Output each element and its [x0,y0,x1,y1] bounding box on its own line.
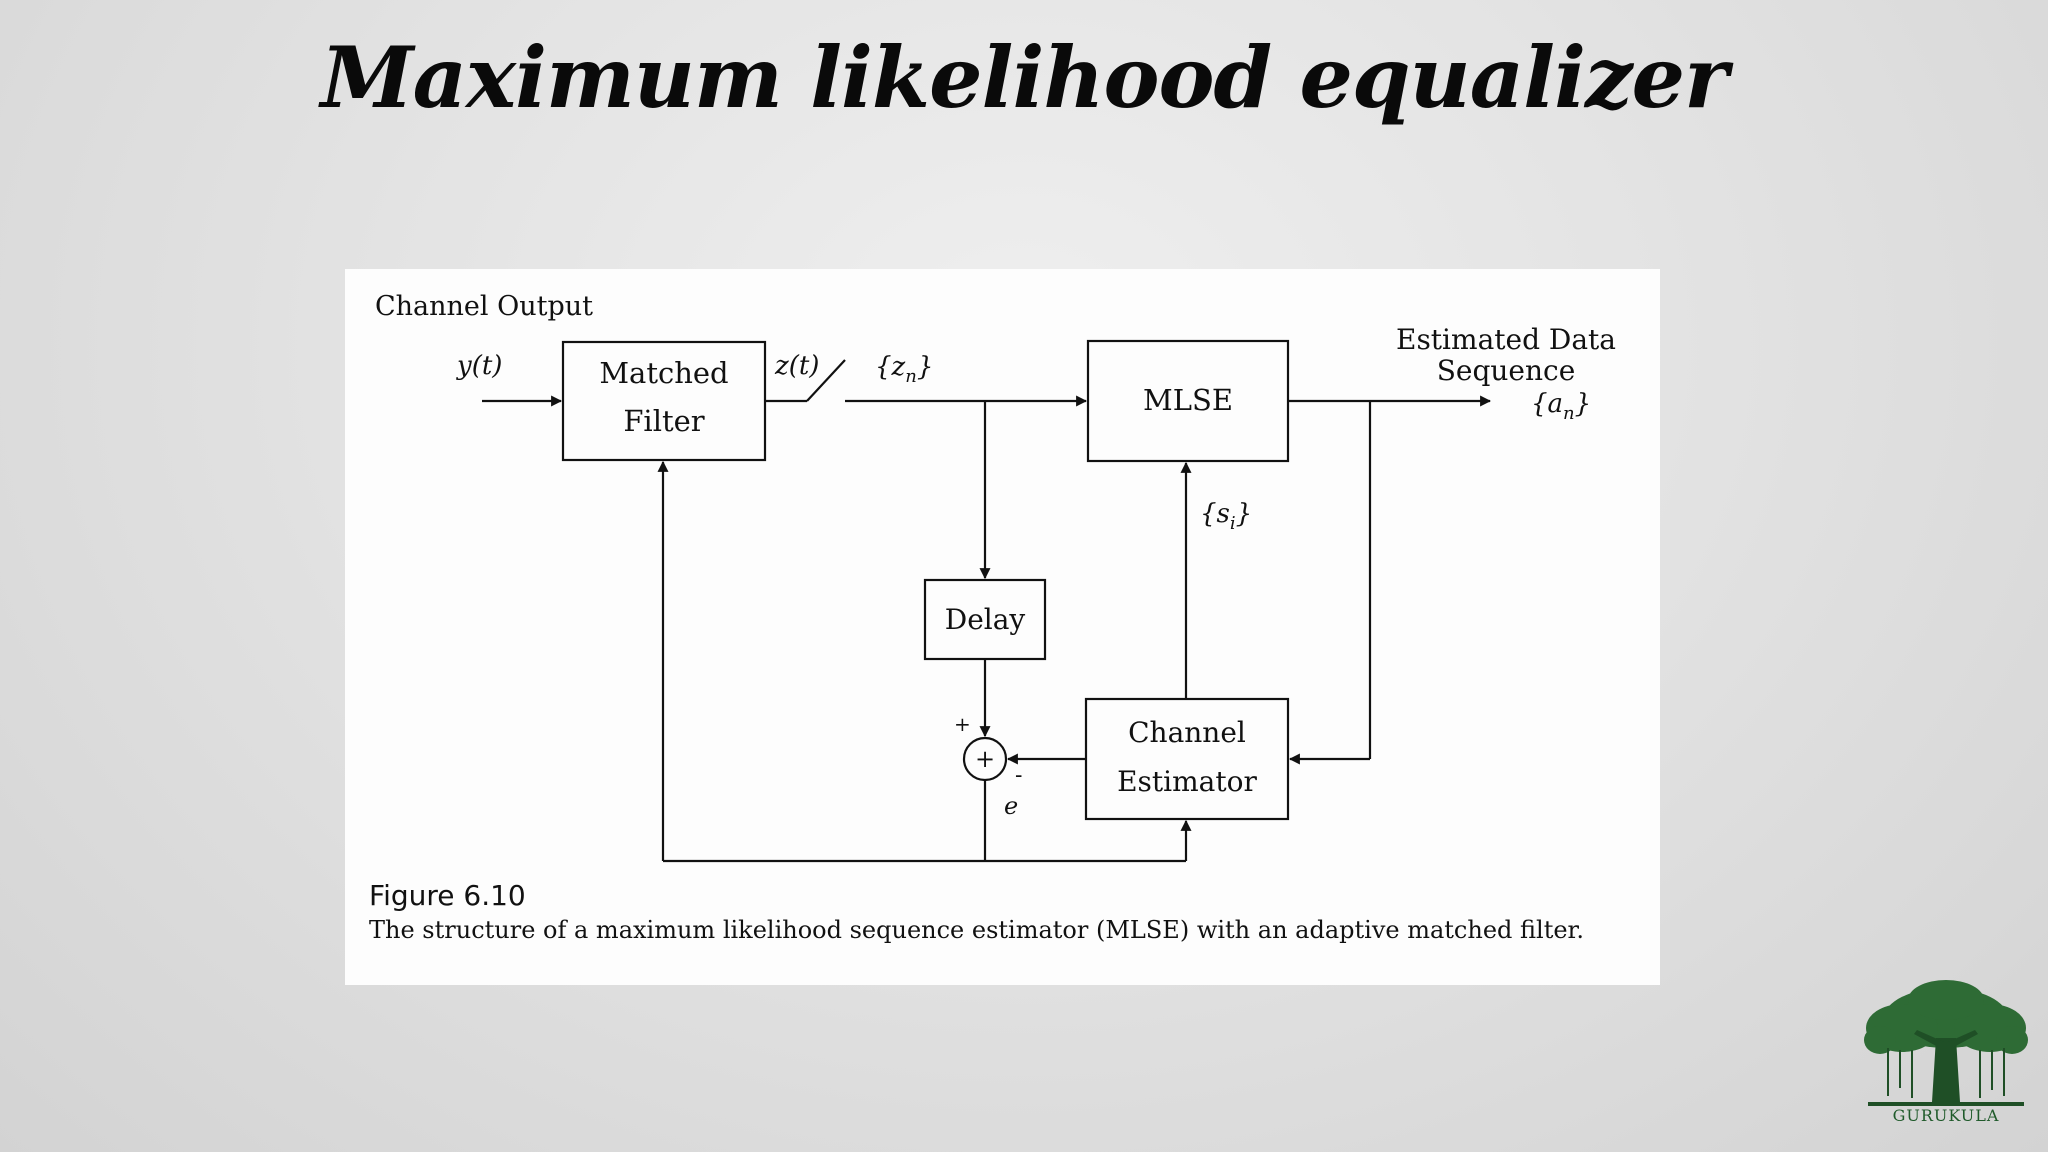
gurukula-logo: GURUKULA [1862,978,2030,1128]
figure-panel: Matched Filter MLSE Delay Channel Estima… [345,269,1660,985]
signal-lines [482,359,1492,863]
sampled-signal-label: z(t) [774,351,819,381]
samples-label-close: } [917,352,934,382]
channel-estimator-label-line1: Channel [1128,716,1246,749]
output-sequence-label: {an} [1531,389,1591,424]
figure-caption: The structure of a maximum likelihood se… [369,916,1585,944]
minus-sign-label: - [1015,763,1022,788]
figure-number: Figure 6.10 [369,879,526,912]
delay-label: Delay [945,603,1026,636]
output-label-base: {a [1531,389,1563,419]
matched-filter-label-line1: Matched [599,356,728,390]
channel-params-label: {si} [1200,499,1252,534]
channel-estimator-label-line2: Estimator [1117,765,1257,798]
estimated-data-label-line2: Sequence [1437,354,1576,387]
samples-label-base: {z [875,352,906,382]
channel-params-label-sub: i [1230,513,1236,534]
matched-filter-label-line2: Filter [623,404,704,438]
channel-output-label: Channel Output [375,291,593,322]
mlse-label: MLSE [1143,383,1233,417]
error-label: e [1004,792,1018,820]
plus-sign-label: + [954,712,971,736]
channel-params-label-base: {s [1200,499,1230,529]
summer-plus-symbol: + [975,745,995,773]
channel-params-label-close: } [1236,499,1253,529]
sampling-switch [806,359,846,402]
mlse-block-diagram: Matched Filter MLSE Delay Channel Estima… [375,291,1616,863]
estimated-data-label-line1: Estimated Data [1396,323,1616,356]
output-label-close: } [1575,389,1592,419]
logo-text: GURUKULA [1892,1106,2000,1125]
banyan-tree-icon [1864,980,2028,1106]
slide-title: Maximum likelihood equalizer [320,28,1729,127]
input-signal-label: y(t) [456,351,502,381]
samples-label: {zn} [875,352,933,387]
output-label-sub: n [1563,403,1575,424]
samples-label-sub: n [905,366,917,387]
